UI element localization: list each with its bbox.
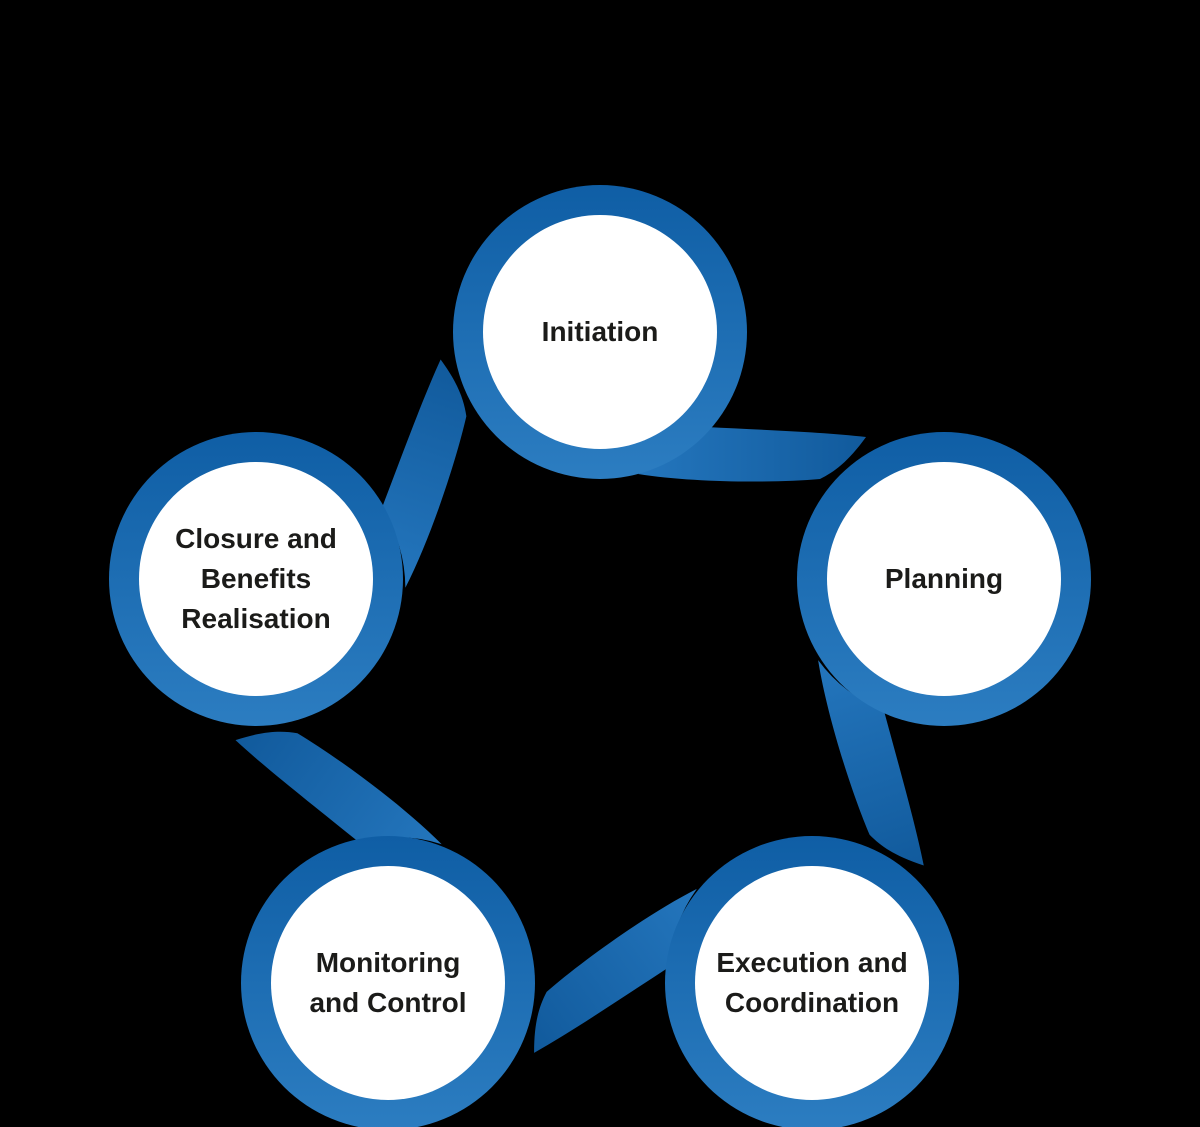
execution-inner-disc — [695, 866, 929, 1100]
planning-inner-disc — [827, 462, 1061, 696]
node-planning-circle — [797, 432, 1091, 726]
node-monitoring-circle — [241, 836, 535, 1127]
node-closure-circle — [109, 432, 403, 726]
closure-inner-disc — [139, 462, 373, 696]
arrow-monitoring-to-closure — [235, 731, 442, 845]
arrow-closure-to-initiation — [381, 359, 467, 588]
node-label-execution: Execution and Coordination — [716, 947, 908, 1018]
arrow-planning-to-execution — [818, 660, 924, 866]
node-label-initiation: Initiation — [541, 316, 659, 347]
node-label-closure: Closure and Benefits Realisation — [175, 523, 337, 634]
arrow-execution-to-monitoring — [534, 888, 697, 1053]
node-initiation-circle — [453, 185, 747, 479]
monitoring-inner-disc — [271, 866, 505, 1100]
cycle-arrows — [235, 359, 924, 1053]
node-label-monitoring: Monitoring and Control — [309, 947, 467, 1018]
initiation-inner-disc — [483, 215, 717, 449]
node-label-planning: Planning — [884, 563, 1004, 594]
node-execution-circle — [665, 836, 959, 1127]
